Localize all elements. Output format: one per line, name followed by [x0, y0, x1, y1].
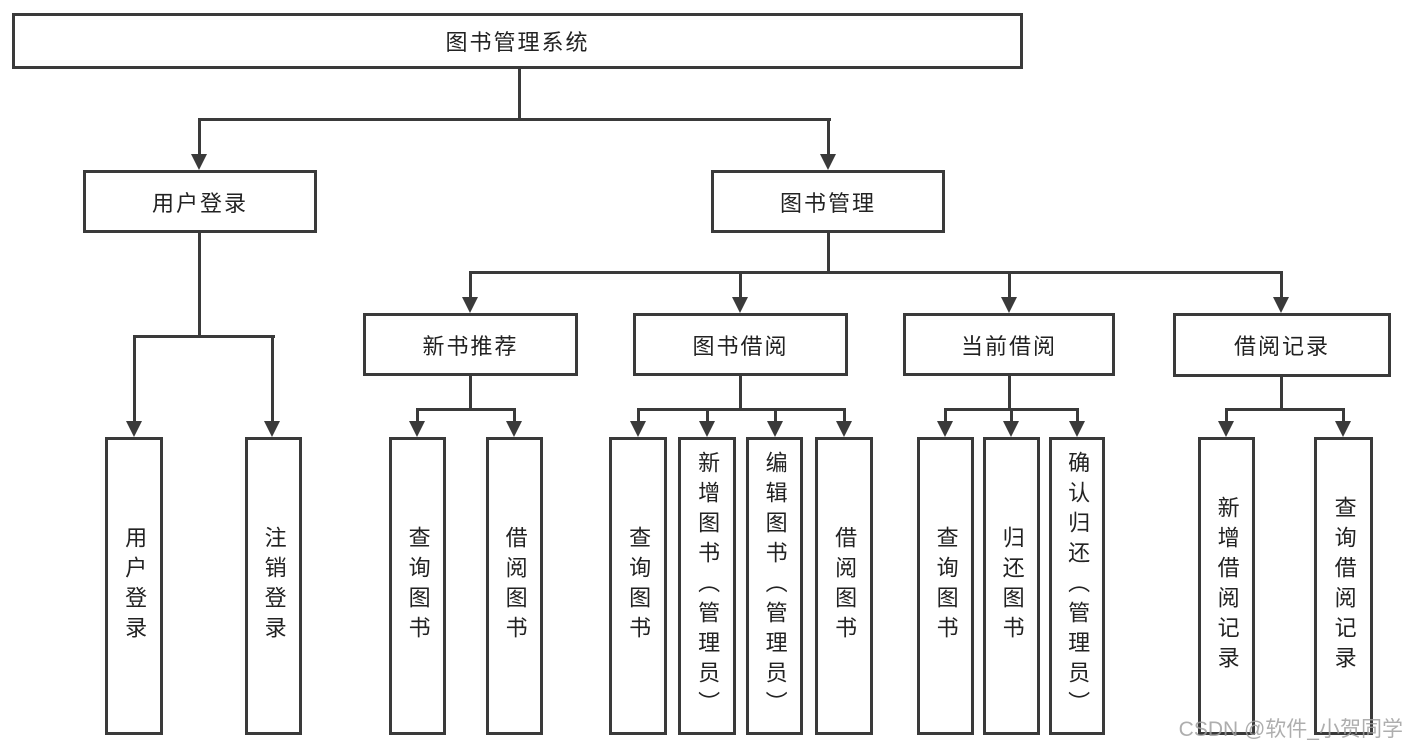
arrowhead-icon [836, 421, 852, 437]
node-edit-books-admin-label: 编辑图书（管理员） [762, 451, 788, 721]
connector-line [739, 273, 742, 297]
node-recommend-borrow-books-label: 借阅图书 [502, 526, 528, 646]
arrowhead-icon [191, 154, 207, 170]
arrowhead-icon [409, 421, 425, 437]
node-library-system-label: 图书管理系统 [445, 30, 590, 55]
connector-line [416, 408, 516, 411]
connector-line [827, 120, 830, 154]
node-user-login-label: 用户登录 [151, 190, 248, 216]
arrowhead-icon [1335, 421, 1351, 437]
connector-line [1008, 273, 1011, 297]
node-borrow-books-leaf: 借阅图书 [815, 437, 873, 735]
arrowhead-icon [264, 421, 280, 437]
connector-line [198, 120, 201, 154]
node-confirm-return-admin-label: 确认归还（管理员） [1065, 451, 1091, 721]
arrowhead-icon [1003, 421, 1019, 437]
connector-line [1008, 376, 1011, 410]
connector-line [469, 376, 472, 410]
connector-line [1225, 408, 1345, 411]
connector-line [706, 410, 709, 421]
node-borrowing-records-label: 借阅记录 [1233, 334, 1330, 359]
connector-line [827, 233, 830, 274]
node-user-login-leaf: 用户登录 [105, 437, 163, 735]
arrowhead-icon [732, 297, 748, 313]
node-current-query-books-label: 查询图书 [933, 526, 959, 646]
node-borrowing-query-books-label: 查询图书 [626, 526, 652, 646]
node-book-management-label: 图书管理 [779, 190, 876, 216]
node-logout-leaf: 注销登录 [245, 437, 302, 735]
node-current-borrowing-label: 当前借阅 [960, 333, 1057, 359]
connector-line [637, 410, 640, 421]
node-recommend-query-books-label: 查询图书 [405, 526, 431, 646]
connector-line [1010, 410, 1013, 421]
node-add-books-admin: 新增图书（管理员） [678, 437, 736, 735]
arrowhead-icon [506, 421, 522, 437]
connector-line [518, 69, 521, 121]
arrowhead-icon [767, 421, 783, 437]
arrowhead-icon [820, 154, 836, 170]
connector-line [1280, 273, 1283, 297]
connector-line [416, 410, 419, 421]
node-borrowing-records: 借阅记录 [1173, 313, 1391, 377]
node-edit-books-admin: 编辑图书（管理员） [746, 437, 803, 735]
arrowhead-icon [1069, 421, 1085, 437]
node-query-borrow-record-label: 查询借阅记录 [1331, 496, 1357, 676]
node-recommend-query-books: 查询图书 [389, 437, 446, 735]
arrowhead-icon [462, 297, 478, 313]
arrowhead-icon [126, 421, 142, 437]
arrowhead-icon [699, 421, 715, 437]
connector-line [637, 408, 846, 411]
node-borrow-books-leaf-label: 借阅图书 [832, 526, 858, 646]
csdn-watermark: CSDN @软件_小贺同学 [1178, 718, 1403, 741]
connector-line [944, 408, 1079, 411]
node-book-management: 图书管理 [711, 170, 945, 233]
node-library-system: 图书管理系统 [12, 13, 1023, 69]
node-book-borrowing-label: 图书借阅 [692, 333, 789, 359]
connector-line [198, 118, 831, 121]
node-recommend-borrow-books: 借阅图书 [486, 437, 543, 735]
connector-line [133, 335, 275, 338]
node-return-books: 归还图书 [983, 437, 1040, 735]
node-query-borrow-record: 查询借阅记录 [1314, 437, 1373, 735]
connector-line [774, 410, 777, 421]
arrowhead-icon [1273, 297, 1289, 313]
node-user-login: 用户登录 [83, 170, 317, 233]
connector-line [271, 337, 274, 421]
connector-line [198, 233, 201, 338]
connector-line [133, 337, 136, 421]
arrowhead-icon [1001, 297, 1017, 313]
node-confirm-return-admin: 确认归还（管理员） [1049, 437, 1105, 735]
node-return-books-label: 归还图书 [999, 526, 1025, 646]
connector-line [1225, 410, 1228, 421]
node-new-book-recommend: 新书推荐 [363, 313, 578, 376]
arrowhead-icon [1218, 421, 1234, 437]
connector-line [1342, 410, 1345, 421]
connector-line [843, 410, 846, 421]
arrowhead-icon [937, 421, 953, 437]
connector-line [944, 410, 947, 421]
connector-line [1280, 377, 1283, 410]
connector-line [1076, 410, 1079, 421]
connector-line [513, 410, 516, 421]
node-logout-leaf-label: 注销登录 [261, 526, 287, 646]
connector-line [739, 376, 742, 410]
node-current-borrowing: 当前借阅 [903, 313, 1115, 376]
node-new-book-recommend-label: 新书推荐 [422, 333, 519, 359]
connector-line [469, 271, 1283, 274]
node-add-borrow-record-label: 新增借阅记录 [1214, 496, 1240, 676]
node-add-books-admin-label: 新增图书（管理员） [695, 451, 721, 721]
arrowhead-icon [630, 421, 646, 437]
node-add-borrow-record: 新增借阅记录 [1198, 437, 1255, 735]
node-borrowing-query-books: 查询图书 [609, 437, 667, 735]
node-user-login-leaf-label: 用户登录 [122, 526, 148, 646]
connector-line [469, 273, 472, 297]
node-current-query-books: 查询图书 [917, 437, 974, 735]
node-book-borrowing: 图书借阅 [633, 313, 848, 376]
